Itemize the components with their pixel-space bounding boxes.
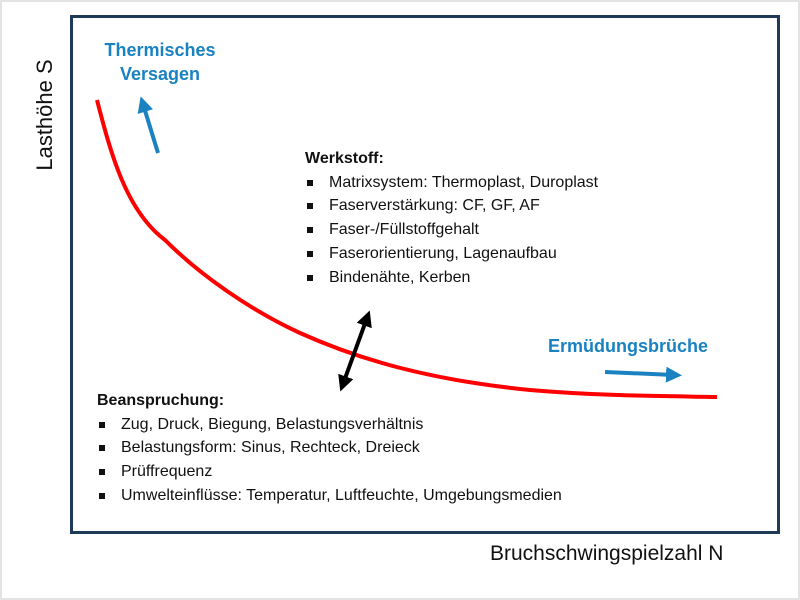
sn-curve <box>95 99 718 399</box>
beanspruchung-block: Beanspruchung: Zug, Druck, Biegung, Bela… <box>97 389 562 508</box>
list-item: Bindenähte, Kerben <box>305 266 598 290</box>
list-item: Faserverstärkung: CF, GF, AF <box>305 194 598 218</box>
fatigue-arrow-icon <box>604 366 682 383</box>
list-item: Faserorientierung, Lagenaufbau <box>305 242 598 266</box>
thermal-arrow-icon <box>137 96 160 154</box>
fatigue-label: Ermüdungsbrüche <box>548 336 709 356</box>
werkstoff-title: Werkstoff: <box>305 150 384 167</box>
plot-area <box>70 15 780 534</box>
x-axis-label: Bruchschwingspielzahl N <box>490 542 724 565</box>
list-item: Matrixsystem: Thermoplast, Duroplast <box>305 171 598 195</box>
beanspruchung-title: Beanspruchung: <box>97 392 225 409</box>
y-axis-label: Lasthöhe S <box>32 59 57 171</box>
thermal-failure-label: Thermisches Versagen <box>104 40 216 84</box>
list-item: Zug, Druck, Biegung, Belastungsverhältni… <box>97 413 562 437</box>
double-arrow-icon <box>338 310 372 392</box>
list-item: Prüffrequenz <box>97 460 562 484</box>
list-item: Umwelteinflüsse: Temperatur, Luftfeuchte… <box>97 484 562 508</box>
werkstoff-block: Werkstoff: Matrixsystem: Thermoplast, Du… <box>305 147 598 289</box>
list-item: Belastungsform: Sinus, Rechteck, Dreieck <box>97 436 562 460</box>
list-item: Faser-/Füllstoffgehalt <box>305 218 598 242</box>
